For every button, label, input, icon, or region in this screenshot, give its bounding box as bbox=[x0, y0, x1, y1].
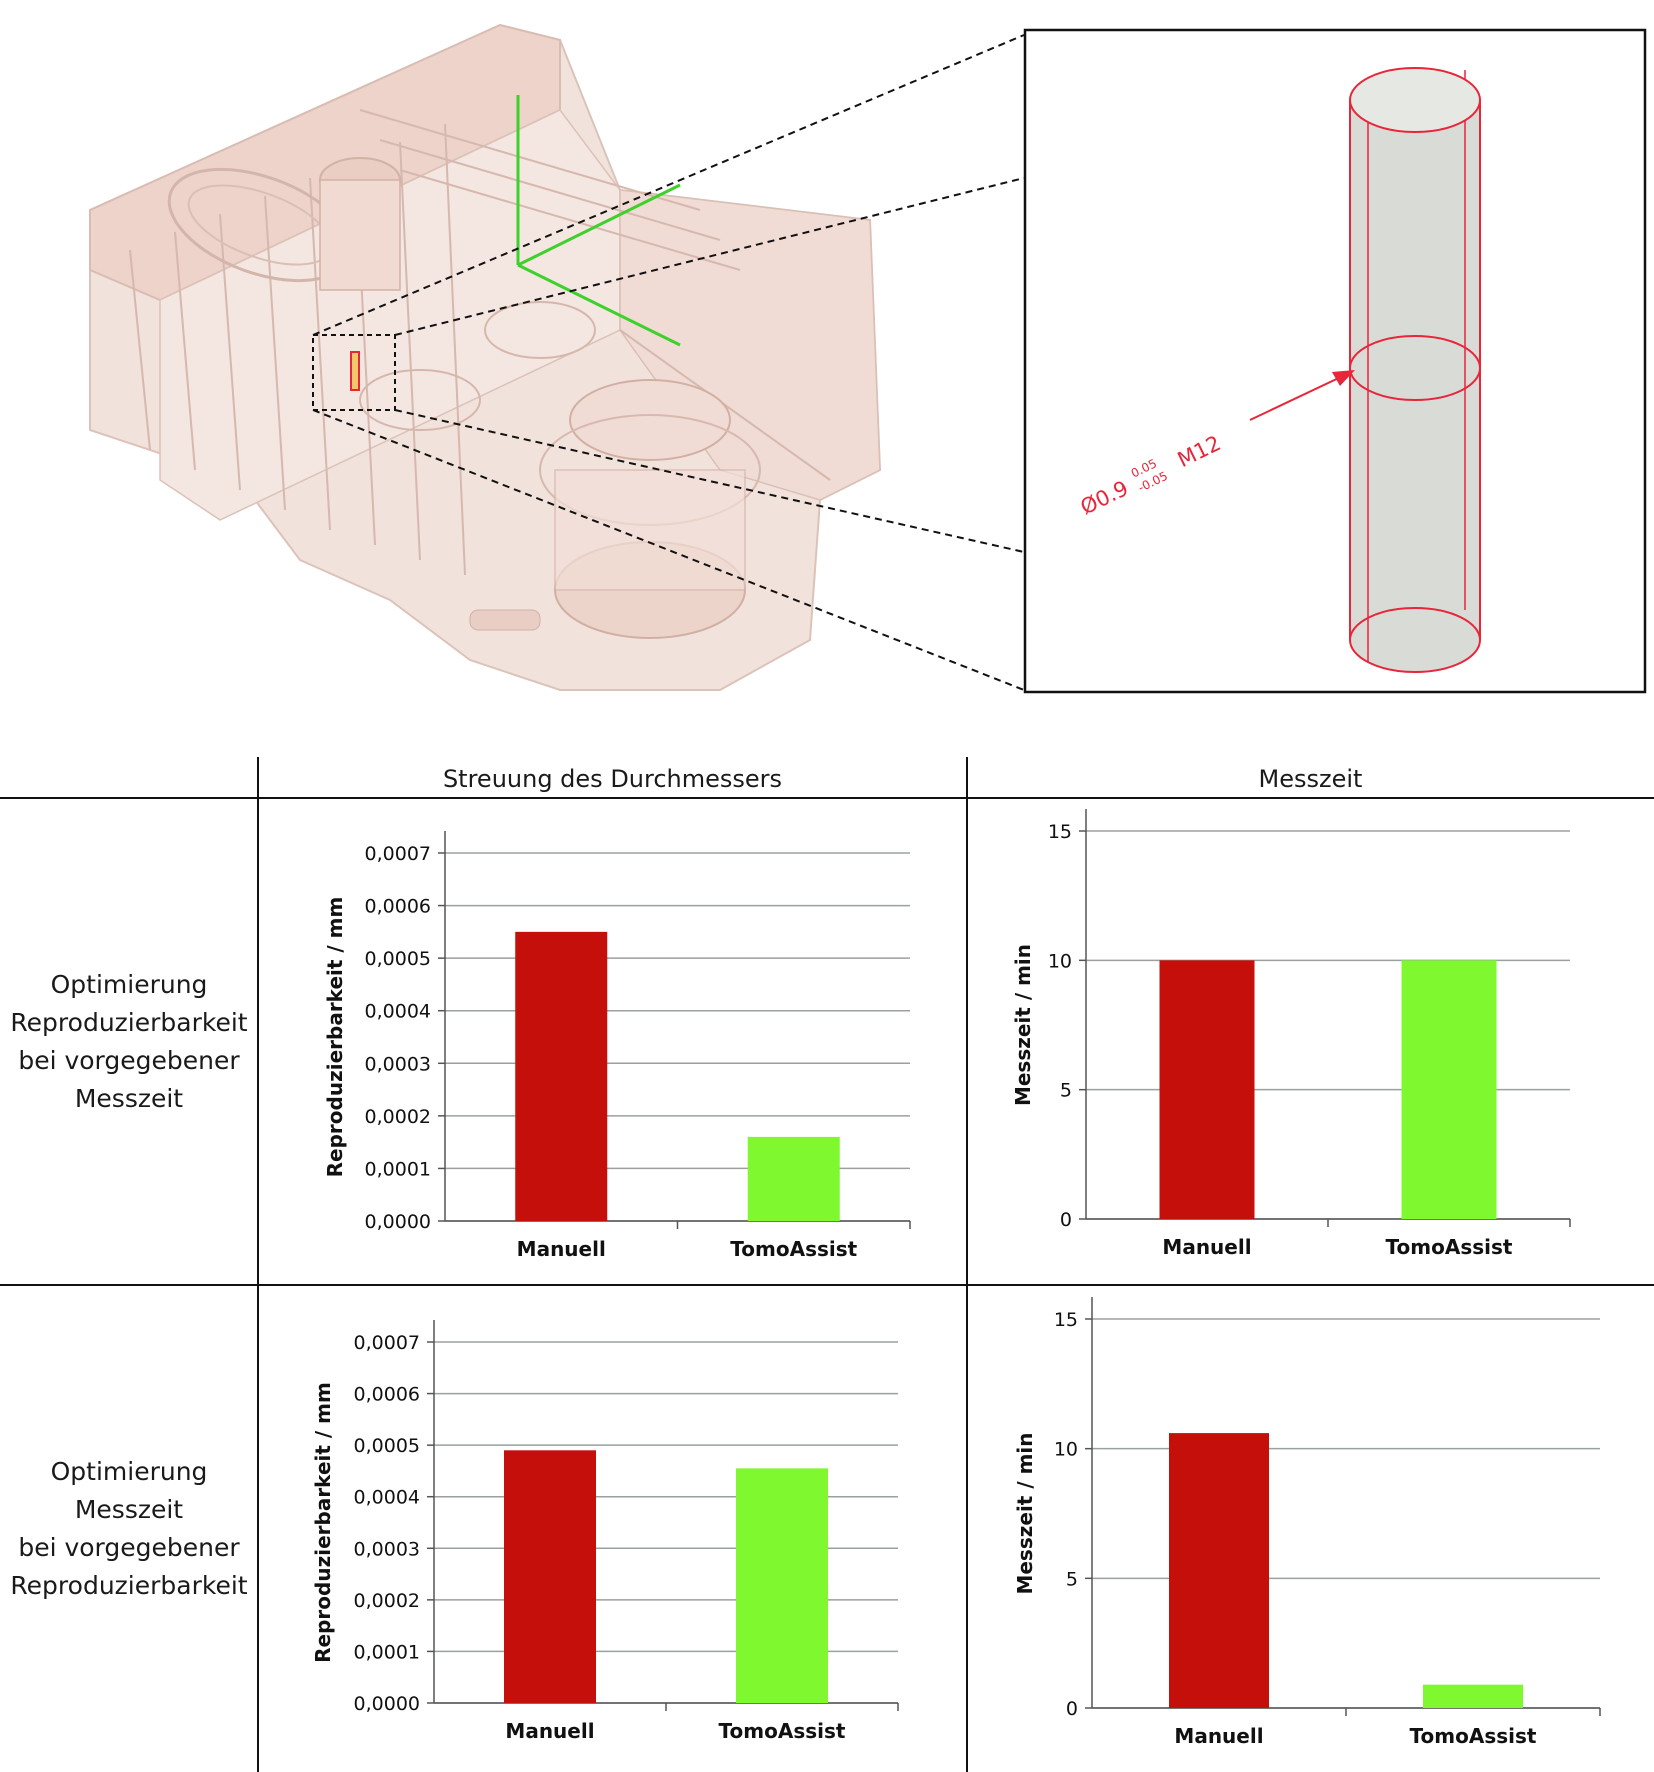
cad-figure bbox=[89, 23, 1647, 694]
column-header-time: Messzeit bbox=[967, 760, 1654, 798]
row-label-1-line: Optimierung bbox=[50, 969, 208, 999]
row-label-2-line: Messzeit bbox=[74, 1494, 184, 1524]
row-label-1: Optimierung Reproduzierbarkeit bei vorge… bbox=[0, 798, 258, 1285]
row-label-2: Optimierung Messzeit bei vorgegebener Re… bbox=[0, 1285, 258, 1772]
row-label-2-line: Optimierung bbox=[50, 1456, 208, 1486]
column-header-time-text: Messzeit bbox=[1258, 765, 1363, 793]
cad-part bbox=[89, 23, 882, 691]
row-label-2-line: Reproduzierbarkeit bbox=[10, 1570, 248, 1600]
dimension-arrow bbox=[1249, 370, 1355, 421]
cylinder-feature bbox=[1349, 67, 1481, 673]
row-label-1-line: Reproduzierbarkeit bbox=[10, 1007, 248, 1037]
coordinate-axes bbox=[516, 95, 681, 347]
zoom-inset bbox=[1023, 28, 1647, 694]
zoom-source-box bbox=[312, 334, 396, 411]
row-label-1-line: bei vorgegebener bbox=[18, 1045, 240, 1075]
zoom-leader-lines bbox=[312, 34, 1025, 691]
column-header-scatter-text: Streuung des Durchmessers bbox=[442, 765, 783, 793]
row-label-1-line: Messzeit bbox=[74, 1083, 184, 1113]
highlighted-bore bbox=[350, 351, 360, 391]
column-header-scatter: Streuung des Durchmessers bbox=[258, 760, 967, 798]
row-label-2-line: bei vorgegebener bbox=[18, 1532, 240, 1562]
